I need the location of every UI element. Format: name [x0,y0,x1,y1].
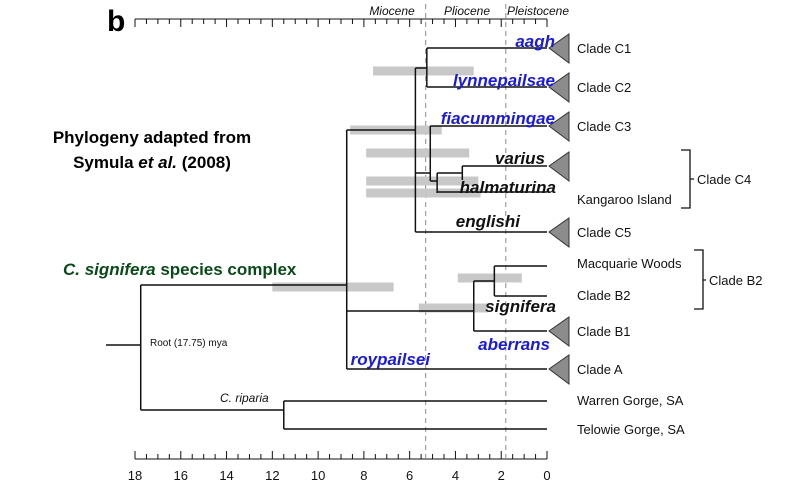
tip-labels: Clade C1 Clade C2 Clade C3 Kangaroo Isla… [577,41,685,437]
taxon-halmaturina: halmaturina [460,178,556,197]
axis-tick-label: 10 [311,468,325,483]
node-age-confidence-bar [366,176,479,186]
node-age-confidence-bar [418,303,488,313]
tip-clade-a: Clade A [577,362,623,377]
tip-telowie-gorge: Telowie Gorge, SA [577,422,685,437]
species-complex-label: C. signifera species complex [63,260,297,279]
clade-b2-label: Clade B2 [709,273,762,288]
tip-clade-c2: Clade C2 [577,80,631,95]
clade-c4-bracket [681,149,694,209]
taxon-fiacummingae: fiacummingae [441,109,555,128]
axis-tick-label: 6 [406,468,413,483]
taxon-roypailsei: roypailsei [351,350,432,369]
taxon-englishi: englishi [456,212,522,231]
clade-a-triangle [548,354,570,385]
axis-tick-label: 18 [128,468,142,483]
clade-b1-triangle [548,316,570,347]
bottom-time-axis: 18 16 14 12 10 8 6 4 2 0 [128,451,551,483]
axis-tick-label: 4 [452,468,459,483]
collapsed-clade-triangles [548,33,570,385]
clade-c5-triangle [548,217,570,248]
top-time-axis [134,18,548,27]
node-age-confidence-bar [457,273,522,283]
taxon-varius: varius [495,149,545,168]
clade-b2-bracket [694,249,706,310]
root-label: Root (17.75) mya [150,338,228,349]
complex-text: species complex [156,260,297,279]
taxon-aagh: aagh [515,32,555,51]
axis-tick-label: 14 [219,468,233,483]
node-age-confidence-bar [373,66,474,76]
node-age-confidence-bar [366,188,481,198]
taxon-lynnepailsae: lynnepailsae [453,71,555,90]
title-etal: et al. [138,153,177,172]
tip-clade-c5: Clade C5 [577,225,631,240]
epoch-label-pleistocene: Pleistocene [507,4,569,18]
taxon-signifera: signifera [485,297,556,316]
epoch-label-pliocene: Pliocene [444,4,490,18]
panel-label: b [107,5,125,38]
clade-c3-triangle [548,111,570,142]
axis-tick-label: 2 [498,468,505,483]
figure-title-line1: Phylogeny adapted from [53,128,251,147]
title-author: Symula [73,153,138,172]
tip-clade-b1: Clade B1 [577,324,630,339]
tip-clade-b2: Clade B2 [577,288,630,303]
axis-tick-label: 16 [174,468,188,483]
tip-clade-c3: Clade C3 [577,119,631,134]
axis-tick-label: 12 [265,468,279,483]
axis-tick-label: 0 [543,468,550,483]
clade-c4-label: Clade C4 [697,172,751,187]
figure-title-line2: Symula et al. (2008) [73,153,231,172]
node-age-confidence-bar [366,148,470,158]
clade-c1-triangle [548,33,570,64]
clade-c2-triangle [548,72,570,103]
clade-c4-mainland-triangle [548,151,570,182]
tip-clade-c1: Clade C1 [577,41,631,56]
node-age-confidence-bar [272,282,394,292]
tree-branches [106,47,547,430]
taxon-aberrans: aberrans [478,335,550,354]
outgroup-label: C. riparia [220,391,269,405]
epoch-label-miocene: Miocene [369,4,415,18]
axis-tick-label: 8 [360,468,367,483]
title-year: (2008) [177,153,231,172]
tip-macquarie-woods: Macquarie Woods [577,256,682,271]
tip-kangaroo-island: Kangaroo Island [577,192,672,207]
tip-warren-gorge: Warren Gorge, SA [577,393,684,408]
complex-genus: C. signifera [63,260,156,279]
